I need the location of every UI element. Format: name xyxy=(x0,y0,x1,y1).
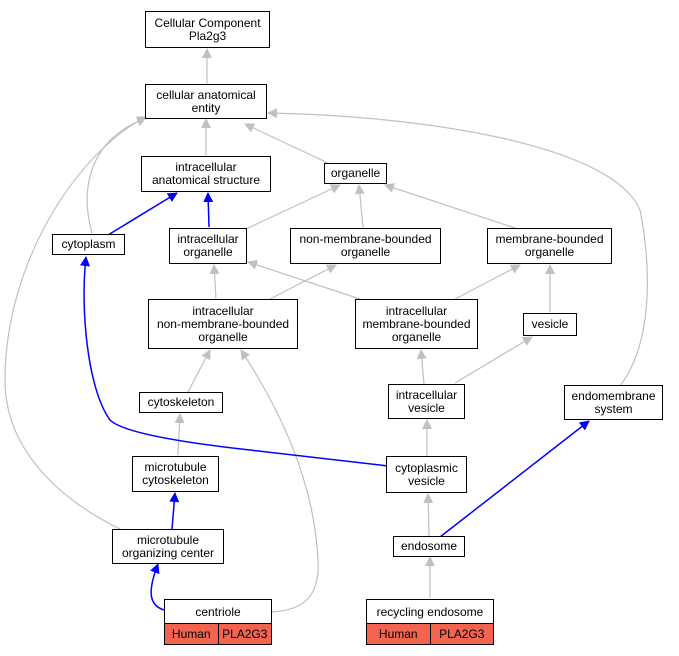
annotation-row: Human PLA2G3 xyxy=(165,624,271,644)
node-label: cytoskeleton xyxy=(147,395,215,409)
edge-io-ias xyxy=(203,192,214,228)
species-cell: Human xyxy=(378,627,418,641)
annotation-row: Human PLA2G3 xyxy=(367,624,493,644)
edge-imbo-io xyxy=(247,260,361,300)
leaf-node-recycling-endosome[interactable]: recycling endosome Human PLA2G3 xyxy=(366,599,494,645)
edge-iv-imbo xyxy=(416,349,427,385)
node-label: cytoplasm xyxy=(61,237,116,251)
edge-mbo-organelle xyxy=(384,183,516,229)
node-label-line-1: intracellular xyxy=(192,303,254,318)
edge-inmbo-io xyxy=(209,264,220,300)
node-label-line-1: cellular anatomical xyxy=(156,87,256,102)
node-cytoskeleton[interactable]: cytoskeleton xyxy=(139,392,223,413)
node-label-line-2: vesicle xyxy=(408,473,445,488)
node-label-line-2: anatomical structure xyxy=(151,173,261,187)
edge-cytoplasm-ias xyxy=(107,192,178,236)
species-cell: Human xyxy=(171,627,211,641)
leaf-title: recycling endosome xyxy=(367,600,493,624)
edge-moc-cae xyxy=(4,116,147,531)
node-cytoplasm[interactable]: cytoplasm xyxy=(52,234,125,255)
node-microtubule-organizing-center[interactable]: microtubule organizing center xyxy=(112,529,224,564)
node-label-line-1: cytoplasmic xyxy=(395,460,458,475)
node-label-line-2: vesicle xyxy=(408,400,445,415)
edge-io-organelle xyxy=(245,184,341,230)
edge-cytoplasm-cae xyxy=(86,116,147,234)
node-label-line-2: organizing center xyxy=(121,545,215,560)
node-label: endosome xyxy=(400,539,458,553)
edge-centriole-inmbo xyxy=(240,349,319,613)
node-cellular-component-pla2g3[interactable]: Cellular Component Pla2g3 xyxy=(145,11,270,48)
edge-moc-mc xyxy=(169,492,180,530)
node-label-line-2: entity xyxy=(191,100,221,115)
node-label-line-2: cytoskeleton xyxy=(142,473,209,487)
node-label: vesicle xyxy=(531,317,569,331)
edge-es-cae xyxy=(267,108,648,387)
edge-endosome-es xyxy=(439,420,590,538)
node-label: organelle xyxy=(330,166,381,180)
edge-imbo-mbo xyxy=(454,264,521,300)
leaf-title: centriole xyxy=(165,600,271,624)
node-label-line-2: system xyxy=(594,401,633,416)
node-vesicle[interactable]: vesicle xyxy=(523,313,577,336)
node-label-line-1: endomembrane xyxy=(571,388,656,403)
node-label-line-2: non-membrane-bounded xyxy=(156,316,290,331)
node-label-line-1: non-membrane-bounded xyxy=(299,232,432,246)
node-non-membrane-bounded-organelle[interactable]: non-membrane-bounded organelle xyxy=(290,228,441,264)
node-intracellular-membrane-bounded-organelle[interactable]: intracellular membrane-bounded organelle xyxy=(355,299,478,349)
node-label-line-1: intracellular xyxy=(395,387,458,402)
node-endomembrane-system[interactable]: endomembrane system xyxy=(564,385,663,420)
node-intracellular-organelle[interactable]: intracellular organelle xyxy=(169,228,247,264)
edge-iv-vesicle xyxy=(454,336,533,384)
node-membrane-bounded-organelle[interactable]: membrane-bounded organelle xyxy=(487,228,612,264)
edge-mc-cytoskeleton xyxy=(174,413,185,456)
node-label-line-1: intracellular xyxy=(175,160,237,174)
node-label-line-3: organelle xyxy=(198,329,248,344)
node-label-line-2: organelle xyxy=(524,245,575,259)
node-cellular-anatomical-entity[interactable]: cellular anatomical entity xyxy=(145,84,267,119)
edge-inmbo-nmbo xyxy=(269,264,337,300)
node-label-line-1: microtubule xyxy=(136,532,200,547)
edge-centriole-moc xyxy=(150,563,165,611)
edge-cytoskeleton-inmbo xyxy=(187,349,211,393)
node-label-line-3: organelle xyxy=(391,329,442,344)
node-intracellular-vesicle[interactable]: intracellular vesicle xyxy=(388,384,465,419)
gene-cell: PLA2G3 xyxy=(217,624,272,644)
node-endosome[interactable]: endosome xyxy=(393,536,465,557)
node-label-line-1: intracellular xyxy=(177,232,239,246)
node-intracellular-non-membrane-bounded-organelle[interactable]: intracellular non-membrane-bounded organ… xyxy=(148,299,298,349)
node-label-line-2: organelle xyxy=(340,245,391,259)
node-cytoplasmic-vesicle[interactable]: cytoplasmic vesicle xyxy=(386,456,467,493)
edge-endosome-cv xyxy=(423,493,434,537)
edge-cv-cytoplasm xyxy=(80,256,389,467)
edge-nmbo-organelle xyxy=(354,184,365,229)
node-microtubule-cytoskeleton[interactable]: microtubule cytoskeleton xyxy=(132,456,219,492)
node-label-line-2: membrane-bounded xyxy=(362,316,471,331)
node-label-line-1: intracellular xyxy=(385,303,448,318)
node-label-line-2: Pla2g3 xyxy=(188,28,227,43)
leaf-node-centriole[interactable]: centriole Human PLA2G3 xyxy=(164,599,272,645)
node-label-line-2: organelle xyxy=(183,245,233,259)
gene-cell: PLA2G3 xyxy=(429,624,494,644)
node-intracellular-anatomical-structure[interactable]: intracellular anatomical structure xyxy=(141,156,271,192)
node-label-line-1: membrane-bounded xyxy=(495,232,604,246)
node-label-line-1: microtubule xyxy=(144,460,207,474)
edge-organelle-cae xyxy=(244,123,331,165)
node-label-line-1: Cellular Component xyxy=(154,15,261,30)
node-organelle[interactable]: organelle xyxy=(324,163,387,184)
